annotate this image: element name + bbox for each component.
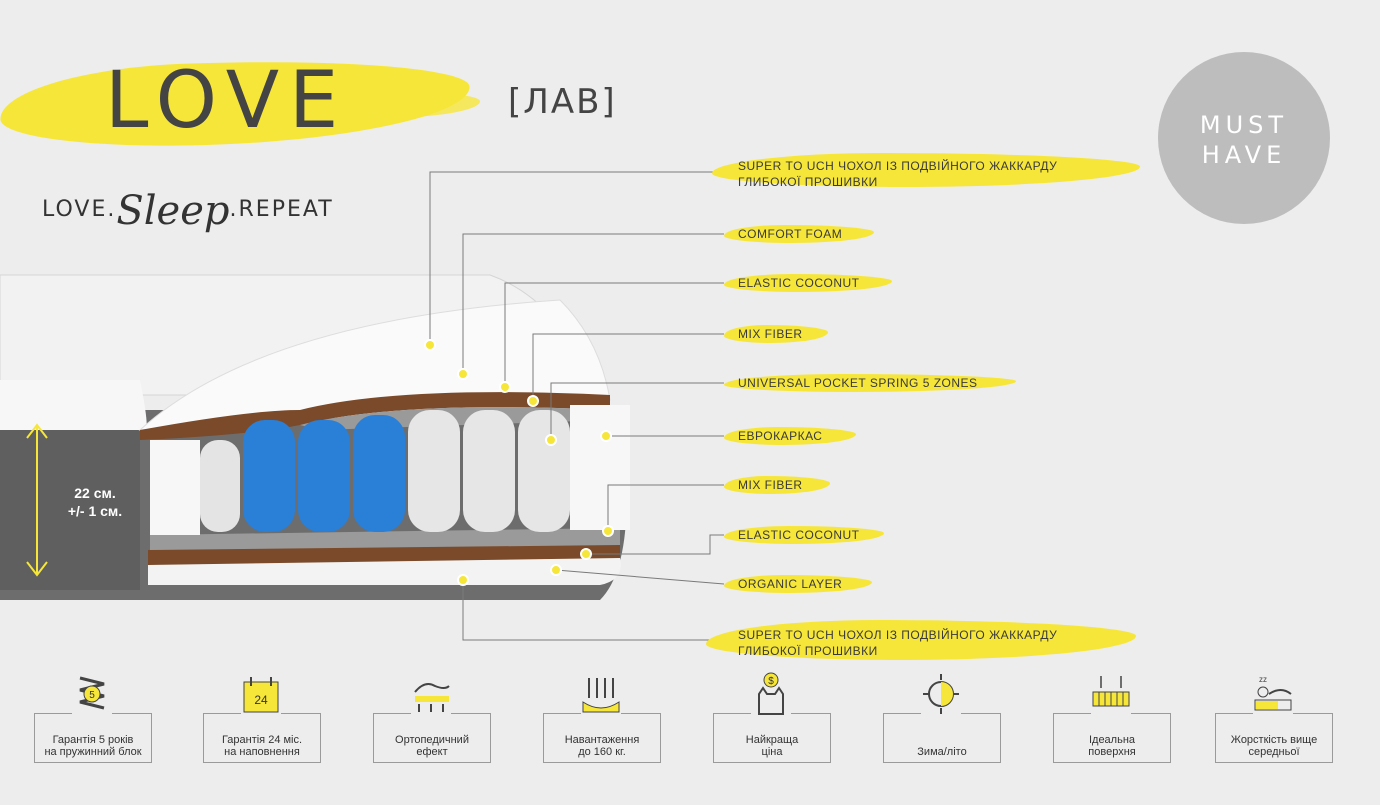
feature-winter-summer: Зима/літо [883,713,1001,763]
firmness-icon: zz [1253,672,1293,716]
badge-line2: HAVE [1201,141,1287,169]
orthopedic-icon [411,672,451,716]
layer-label-5: UNIVERSAL POCKET SPRING 5 ZONES [738,376,978,390]
layer-label-1: SUPER TO UCH ЧОХОЛ ІЗ ПОДВІЙНОГО ЖАККАРД… [738,159,1058,189]
layer-label-2: COMFORT FOAM [738,227,843,241]
slogan-left: LOVE. [42,197,117,222]
cat-price-icon: $ [751,672,791,716]
layer-brush-4 [724,325,828,343]
layer-brush-2 [724,225,874,243]
sun-snow-icon [921,672,961,716]
calendar-24-icon: 24 [241,672,281,716]
feature-filling-warranty: Гарантія 24 міс.на наповнення [203,713,321,763]
layer-label-3: ELASTIC COCONUT [738,276,860,290]
svg-text:5: 5 [89,690,95,701]
layer-brush-5 [724,374,1016,392]
product-transliteration: [ЛАВ] [508,82,617,122]
svg-text:$: $ [768,676,774,687]
slogan-right: .REPEAT [229,197,334,222]
layer-brush-7 [724,476,830,494]
layer-label-7: MIX FIBER [738,478,803,492]
layer-label-8: ELASTIC COCONUT [738,528,860,542]
load-icon [581,672,621,716]
layer-label-10: SUPER TO UCH ЧОХОЛ ІЗ ПОДВІЙНОГО ЖАККАРД… [738,628,1058,658]
height-value: 22 см. [74,485,116,501]
slogan-script: Sleep [116,188,230,234]
layer-brush-9 [724,575,872,593]
spring-5-icon: 5 [72,672,112,716]
layer-brush-8 [724,526,884,544]
layer-brush-6 [724,427,856,445]
svg-text:24: 24 [254,693,268,707]
layer-label-4: MIX FIBER [738,327,803,341]
height-tolerance: +/- 1 см. [67,503,123,519]
product-title: LOVE [105,56,349,146]
svg-text:zz: zz [1259,675,1267,684]
layer-brush-3 [724,274,892,292]
layer-label-9: ORGANIC LAYER [738,577,843,591]
surface-icon [1091,672,1131,716]
height-dimension: 22 см. +/- 1 см. [55,484,135,520]
must-have-badge: MUST HAVE [1158,52,1330,224]
layer-label-6: ЕВРОКАРКАС [738,429,823,443]
badge-line1: MUST [1199,111,1289,139]
slogan: LOVE.Sleep.REPEAT [42,180,334,234]
